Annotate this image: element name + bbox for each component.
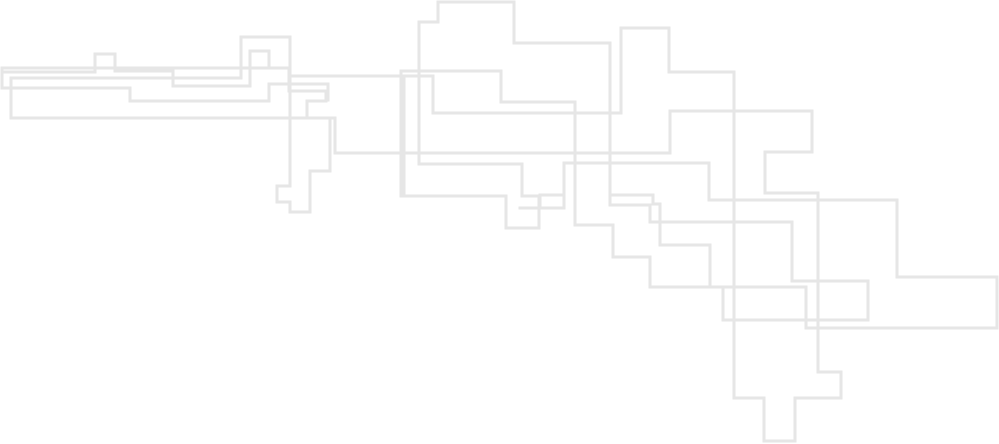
outline-b [9,26,843,443]
outline-e [518,193,566,210]
outline-d [538,161,999,330]
